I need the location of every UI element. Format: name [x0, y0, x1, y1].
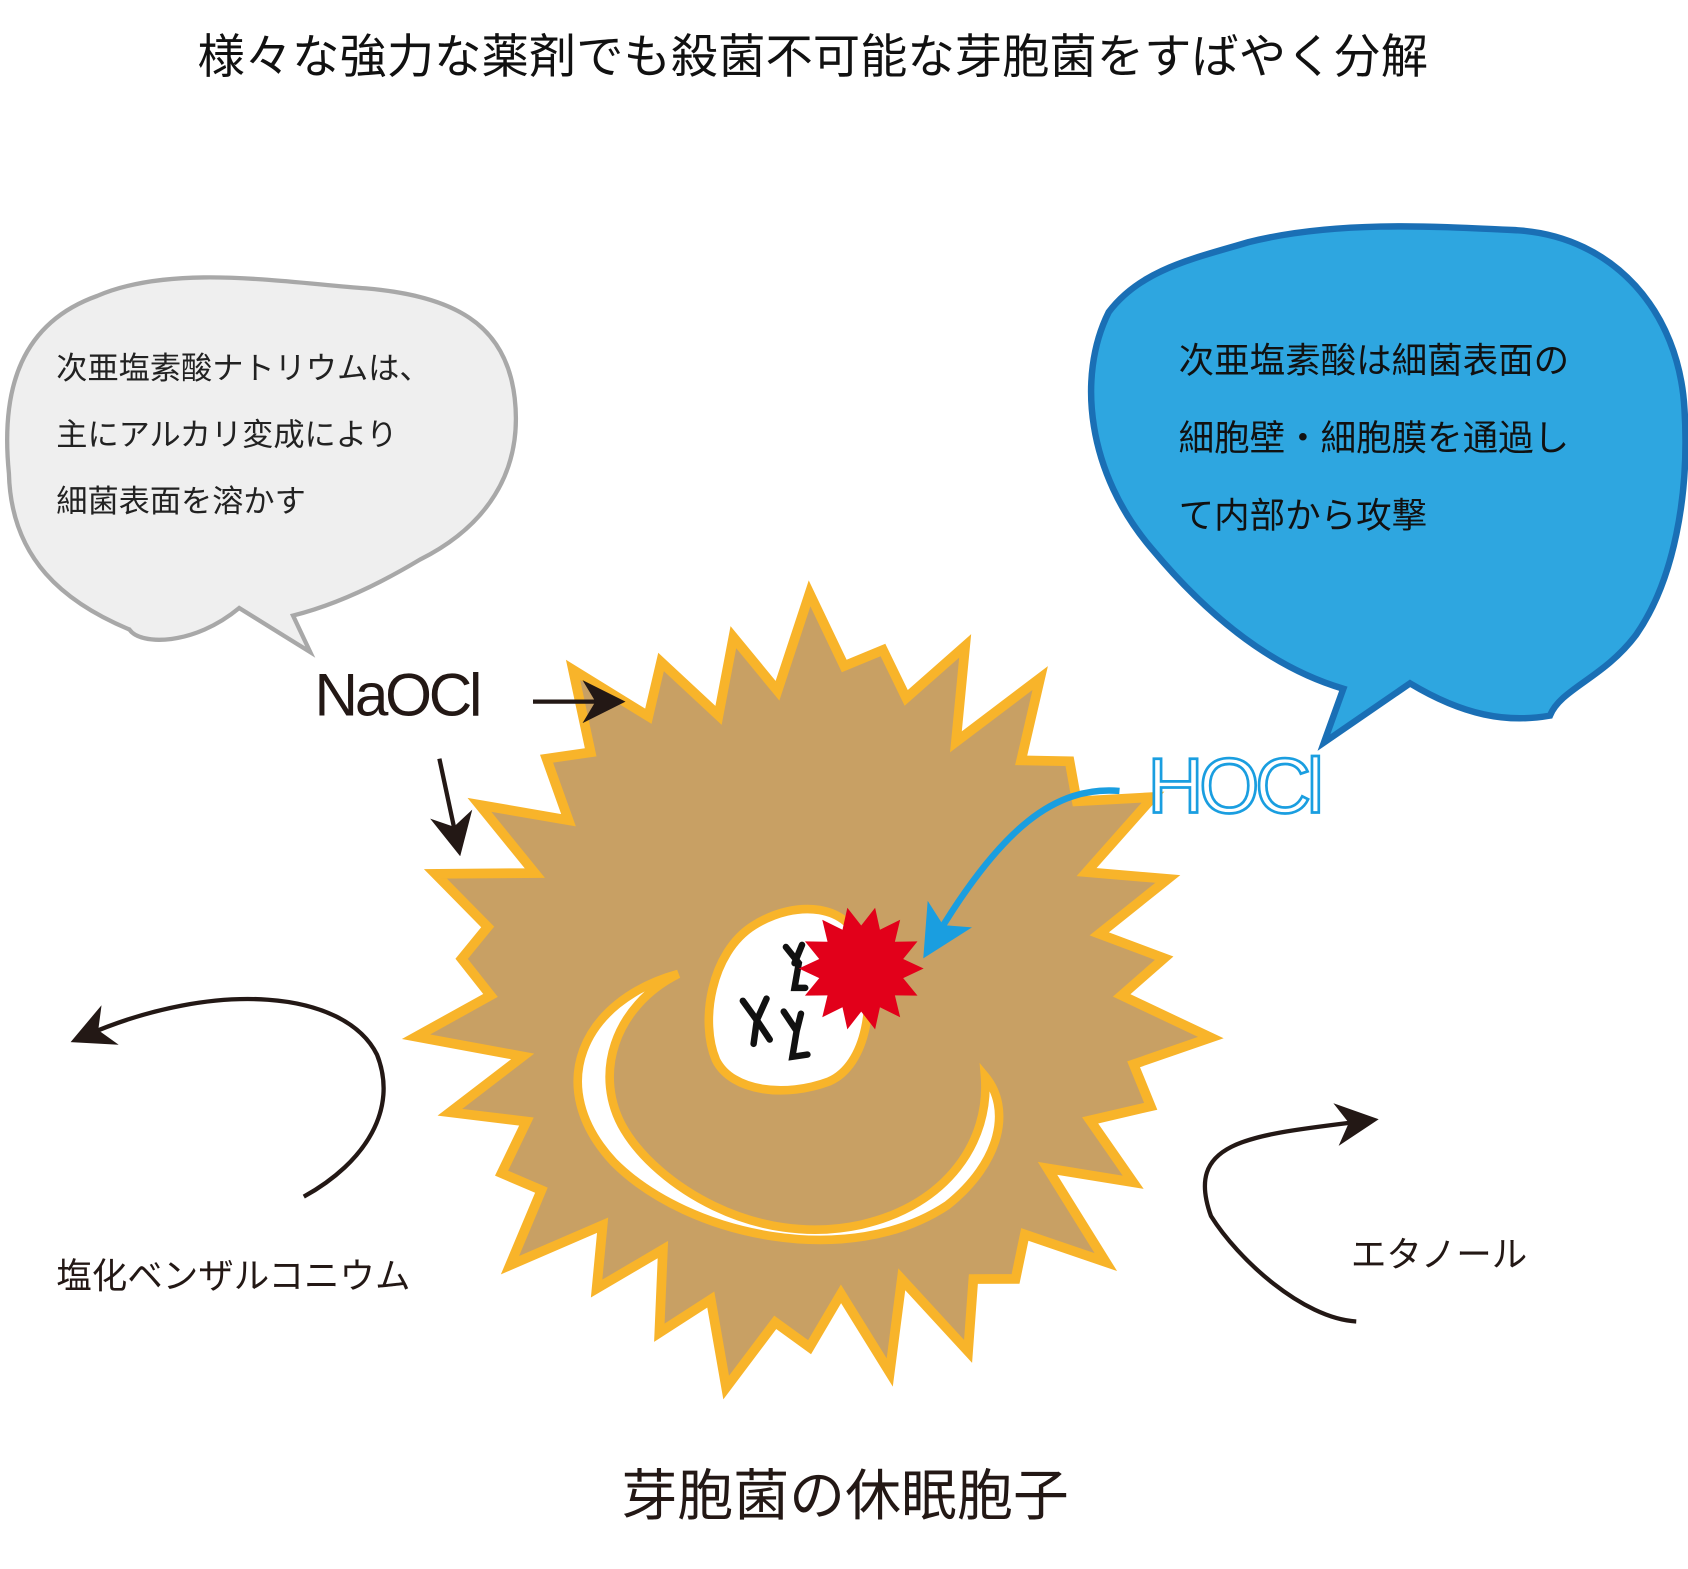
caption: 芽胞菌の休眠胞子 — [621, 1464, 1069, 1529]
ethanol-label: エタノール — [1351, 1235, 1527, 1276]
red-burst-icon — [798, 907, 924, 1030]
gray-bubble-line: 主にアルカリ変成により — [56, 418, 397, 454]
hocl-label: HOCl — [1147, 743, 1319, 829]
blue-bubble-line: 次亜塩素酸は細菌表面の — [1179, 340, 1570, 381]
svg-text:次亜塩素酸は細菌表面の 細胞壁・細胞膜を通過し: 次亜塩素酸は細菌表面の 細胞壁・細胞膜を通過し て内部から攻撃 — [1179, 340, 1581, 536]
blue-bubble-line: て内部から攻撃 — [1179, 495, 1428, 536]
blue-bubble-line: 細胞壁・細胞膜を通過し — [1179, 418, 1570, 459]
blue-speech-bubble: 次亜塩素酸は細菌表面の 細胞壁・細胞膜を通過し て内部から攻撃 — [1087, 223, 1688, 751]
ethanol-arrow — [1202, 1103, 1379, 1324]
diagram-title: 様々な強力な薬剤でも殺菌不可能な芽胞菌をすばやく分解 — [198, 30, 1429, 85]
dna-strands-icon — [739, 941, 811, 1061]
benzalkonium-label: 塩化ベンザルコニウム — [56, 1256, 410, 1297]
hocl-arrow — [923, 787, 1120, 959]
benzalkonium-arrow — [70, 996, 386, 1199]
gray-bubble-line: 細菌表面を溶かす — [56, 484, 306, 520]
gray-bubble-line: 次亜塩素酸ナトリウムは、 — [56, 351, 430, 387]
spore-crescent — [573, 969, 1004, 1245]
naocl-down-arrow — [430, 758, 473, 857]
gray-speech-bubble: 次亜塩素酸ナトリウムは、 主にアルカリ変成により 細菌表面を溶かす — [5, 275, 518, 658]
naocl-label: NaOCl — [315, 661, 480, 729]
svg-text:次亜塩素酸ナトリウムは、 主にアルカリ変成により: 次亜塩素酸ナトリウムは、 主にアルカリ変成により 細菌表面を溶かす — [56, 351, 440, 520]
